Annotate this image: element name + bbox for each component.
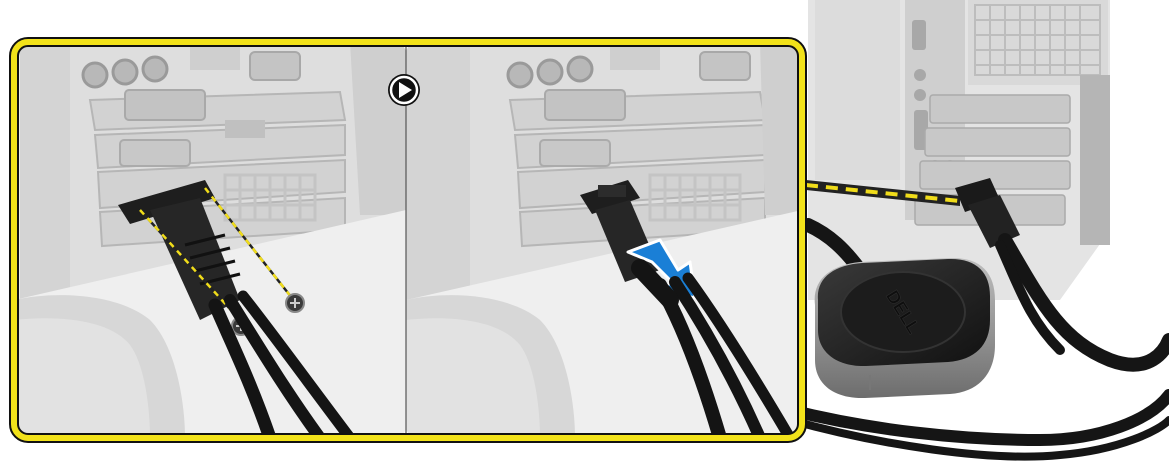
dell-dongle: DELL	[815, 258, 995, 398]
left-vent-grid	[225, 175, 315, 220]
play-circle-icon	[388, 74, 420, 106]
right-panel	[406, 42, 802, 438]
left-panel	[14, 42, 406, 438]
right-vent-grid	[650, 175, 740, 220]
